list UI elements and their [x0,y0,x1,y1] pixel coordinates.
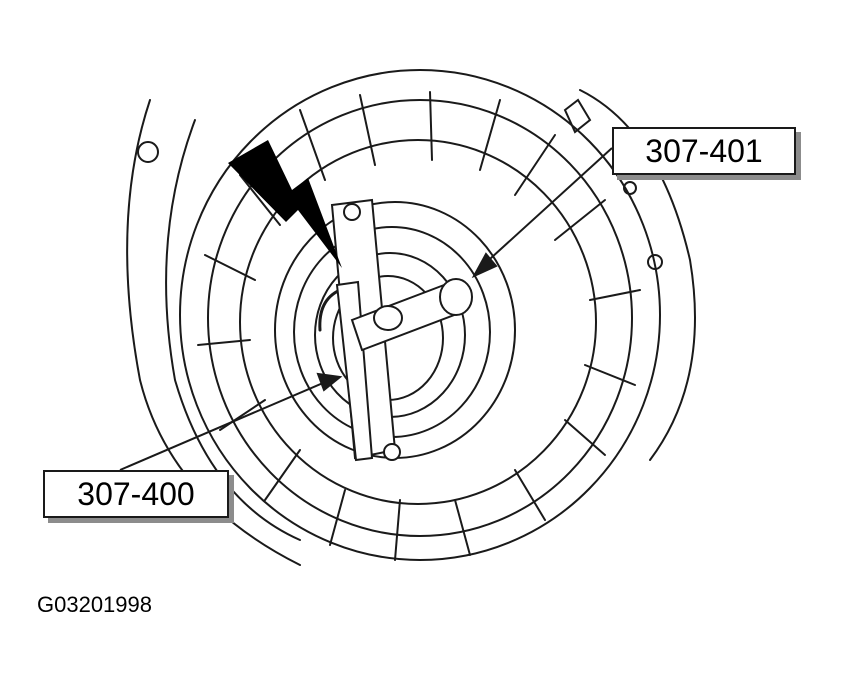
housing-bolt-hole [137,141,159,163]
callout-307-400: 307-400 [43,470,229,518]
snap-ring [318,288,342,332]
drum-ribs [197,91,641,561]
figure-id: G03201998 [37,592,152,617]
housing-outer-edge-right [579,89,696,461]
tool-307-401-rod [350,278,473,352]
drum-outer-ring [179,69,661,561]
housing-outer-edge [126,99,301,566]
drum-ring-3 [239,139,597,505]
housing-tab [563,98,592,134]
callout-307-401-label: 307-401 [645,132,763,169]
callout-307-400-label: 307-400 [77,475,195,512]
housing-flange-inner [165,119,301,541]
black-pointer-arrow [228,140,342,268]
leader-line-307-401 [471,147,613,279]
callout-307-401: 307-401 [612,127,796,175]
housing-bolt-hole [623,181,637,195]
leader-line-307-400 [119,372,343,471]
drum-ring-2 [207,99,633,537]
